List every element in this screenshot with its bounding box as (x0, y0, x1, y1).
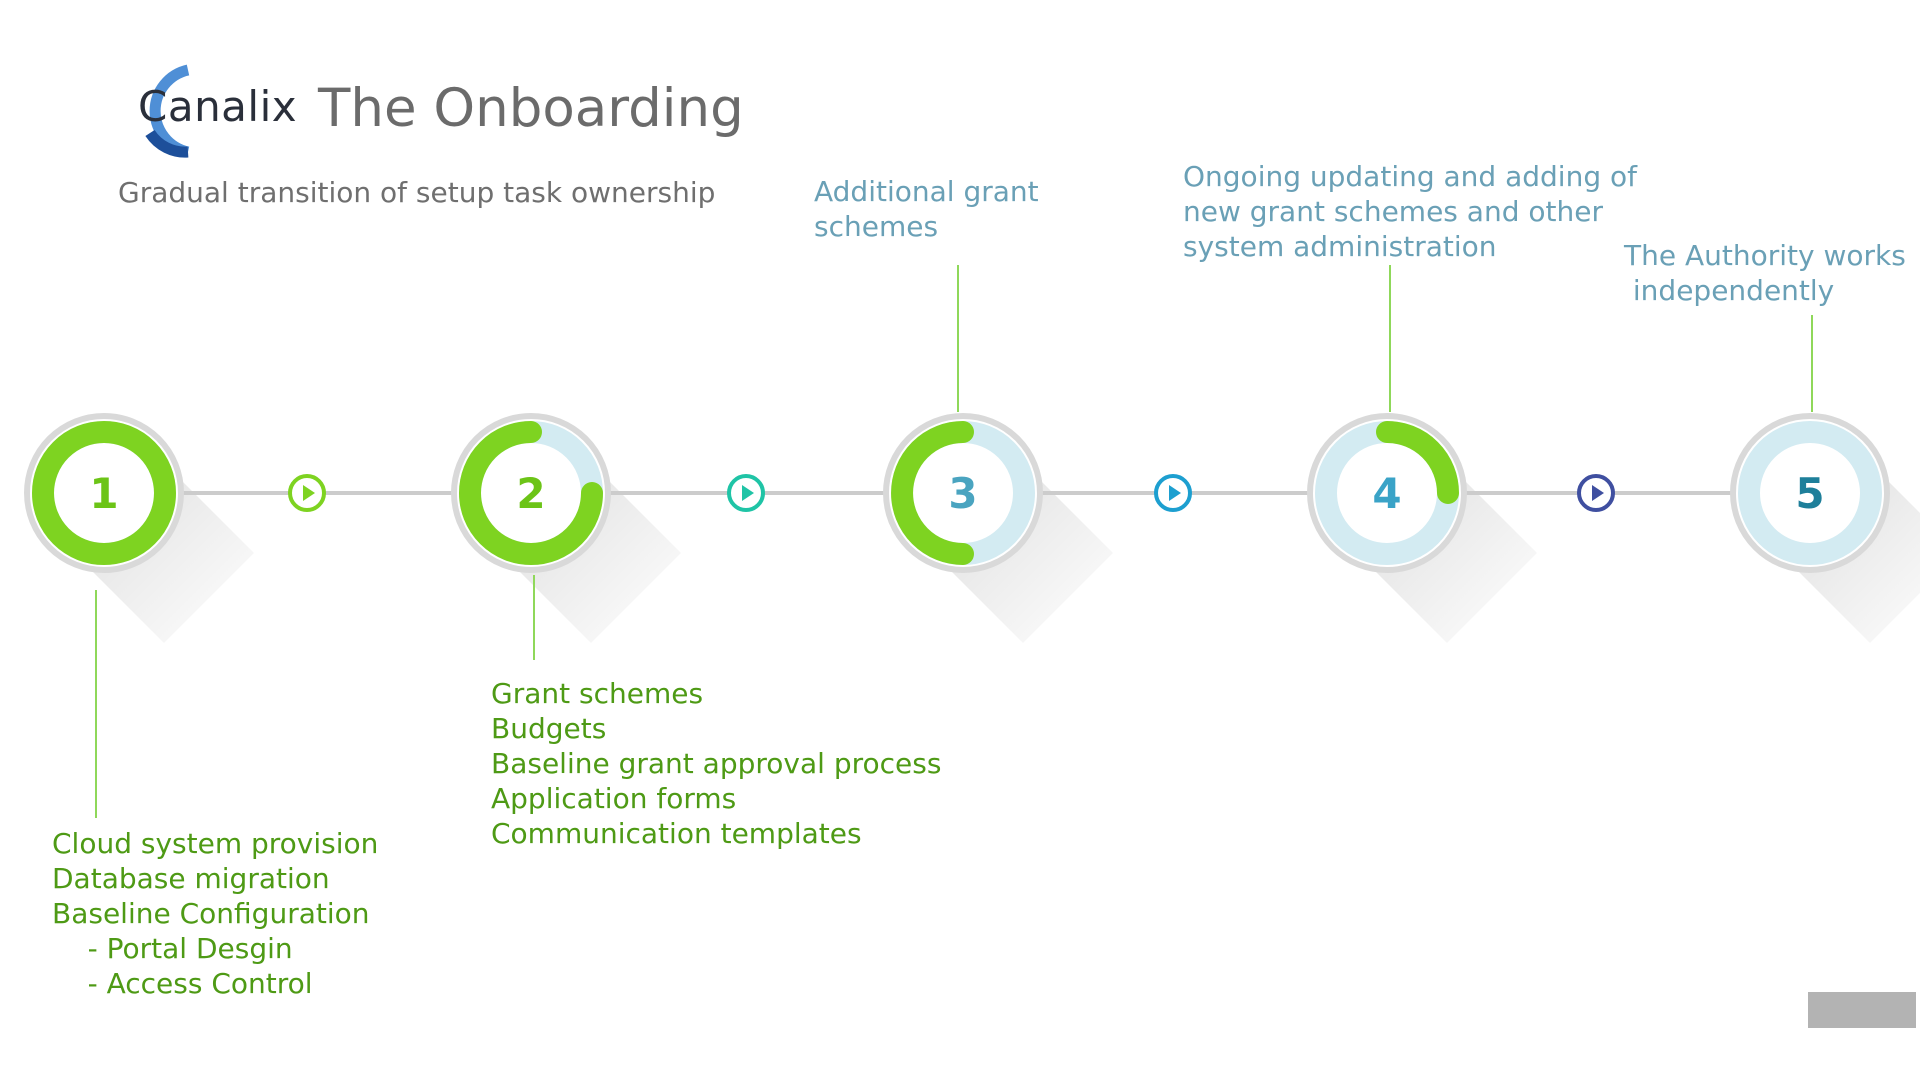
note-line: system administration (1183, 230, 1497, 263)
step-number: 1 (89, 469, 118, 518)
page-title: The Onboarding (318, 78, 744, 139)
step-number: 4 (1372, 469, 1401, 518)
step-5-notes: The Authority works independently (1624, 238, 1906, 308)
note-line: The Authority works (1624, 239, 1906, 272)
play-circle-icon (288, 474, 326, 512)
page-subtitle: Gradual transition of setup task ownersh… (118, 176, 716, 209)
note-line: Additional grant (814, 175, 1039, 208)
logo-text: Canalix (138, 82, 298, 131)
note-line: Budgets (491, 712, 607, 745)
play-circle-icon (727, 474, 765, 512)
note-line: Application forms (491, 782, 737, 815)
step-number: 2 (516, 469, 545, 518)
step-number: 3 (948, 469, 977, 518)
step-1-node: 1 (24, 413, 184, 573)
note-line: Grant schemes (491, 677, 704, 710)
note-line: Cloud system provision (52, 827, 379, 860)
step-2-node: 2 (451, 413, 611, 573)
step-progress-ring (32, 421, 176, 565)
play-circle-icon (1577, 474, 1615, 512)
step-3-node: 3 (883, 413, 1043, 573)
note-line: - Portal Desgin (52, 932, 293, 965)
note-line: Communication templates (491, 817, 862, 850)
play-circle-icon (1154, 474, 1192, 512)
canalix-logo-icon (145, 64, 190, 158)
note-line: new grant schemes and other (1183, 195, 1603, 228)
step-progress-ring (1376, 421, 1459, 504)
step-number: 5 (1795, 469, 1824, 518)
note-line: Ongoing updating and adding of (1183, 160, 1637, 193)
note-line: Baseline Configuration (52, 897, 370, 930)
step-5-node: 5 (1730, 413, 1890, 573)
note-line: independently (1624, 274, 1835, 307)
step-track-ring (1738, 421, 1882, 565)
step-progress-ring (459, 421, 603, 565)
note-line: Database migration (52, 862, 330, 895)
step-4-node: 4 (1307, 413, 1467, 573)
note-line: schemes (814, 210, 939, 243)
note-line: - Access Control (52, 967, 313, 1000)
scroll-handle[interactable] (1808, 992, 1916, 1028)
note-line: Baseline grant approval process (491, 747, 942, 780)
step-progress-ring (891, 421, 974, 565)
